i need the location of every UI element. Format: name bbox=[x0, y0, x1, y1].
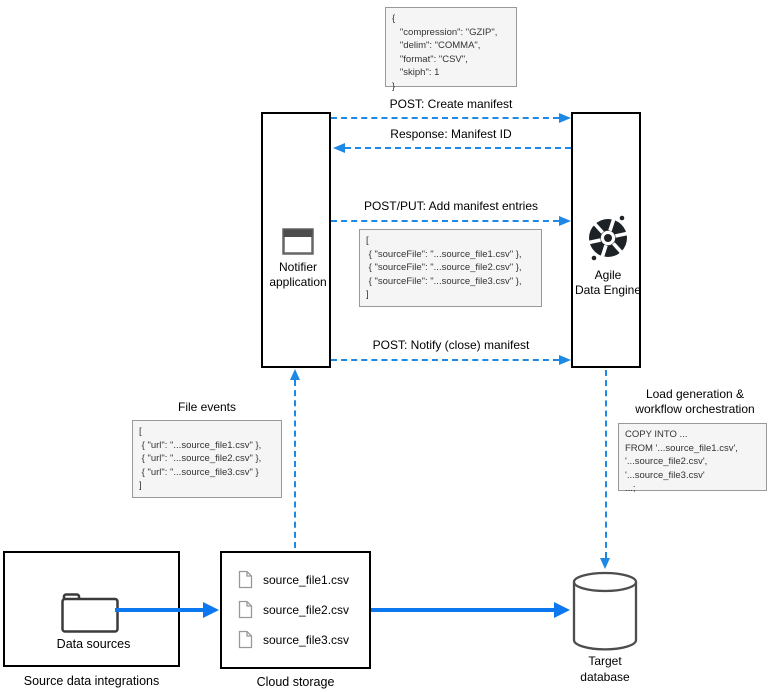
solid-arrowhead-right-icon bbox=[203, 602, 219, 618]
arrowhead-right-icon bbox=[559, 216, 571, 226]
copy-into-sql-block: COPY INTO ... FROM '...source_file1.csv'… bbox=[618, 423, 767, 494]
cloud-storage-box: source_file1.csv source_file2.csv source… bbox=[220, 551, 371, 669]
arrowhead-left-icon bbox=[333, 143, 345, 153]
message-create-manifest-arrow bbox=[331, 117, 559, 119]
message-add-entries-arrow bbox=[331, 220, 559, 222]
notifier-application-lifeline: Notifier application bbox=[261, 112, 331, 368]
agile-data-engine-lifeline: Agile Data Engine bbox=[571, 112, 641, 368]
file-name: source_file1.csv bbox=[263, 573, 350, 587]
file-icon bbox=[238, 570, 253, 594]
message-add-entries-label: POST/PUT: Add manifest entries bbox=[363, 199, 539, 213]
source-to-storage-arrow bbox=[115, 608, 207, 612]
agile-data-engine-aperture-icon bbox=[584, 214, 632, 267]
arrowhead-up-icon bbox=[290, 369, 300, 380]
manifest-format-json-block: { "compression": "GZIP", "delim": "COMMA… bbox=[385, 7, 517, 92]
file-events-arrow bbox=[294, 380, 296, 548]
arrowhead-right-icon bbox=[559, 355, 571, 365]
arrowhead-down-icon bbox=[600, 558, 610, 569]
application-window-icon bbox=[282, 228, 314, 260]
data-sources-label: Data sources bbox=[56, 637, 131, 651]
agile-data-engine-label: Agile Data Engine bbox=[574, 268, 642, 297]
storage-to-database-arrow bbox=[371, 608, 554, 612]
file-name: source_file3.csv bbox=[263, 633, 350, 647]
file-icon bbox=[238, 630, 253, 654]
notifier-application-label: Notifier application bbox=[269, 260, 327, 289]
load-generation-title: Load generation & workflow orchestration bbox=[635, 387, 755, 416]
file-icon bbox=[238, 600, 253, 624]
solid-arrowhead-right-icon bbox=[554, 602, 570, 618]
message-manifest-id-arrow bbox=[345, 147, 571, 149]
file-events-title: File events bbox=[177, 400, 237, 414]
manifest-entries-json-block: [ { "sourceFile": "...source_file1.csv" … bbox=[359, 229, 542, 307]
message-notify-close-label: POST: Notify (close) manifest bbox=[372, 338, 530, 352]
database-cylinder-icon bbox=[572, 571, 638, 656]
target-database-label: Target database bbox=[580, 654, 630, 684]
file-events-json-block: [ { "url": "...source_file1.csv" }, { "u… bbox=[132, 420, 282, 498]
arrowhead-right-icon bbox=[559, 113, 571, 123]
load-generation-arrow bbox=[605, 370, 607, 558]
folder-icon bbox=[60, 590, 120, 639]
message-manifest-id-label: Response: Manifest ID bbox=[390, 127, 512, 141]
message-create-manifest-label: POST: Create manifest bbox=[389, 97, 513, 111]
message-notify-close-arrow bbox=[331, 359, 559, 361]
source-data-integrations-caption: Source data integrations bbox=[23, 674, 160, 688]
file-name: source_file2.csv bbox=[263, 603, 350, 617]
cloud-storage-caption: Cloud storage bbox=[256, 675, 335, 689]
